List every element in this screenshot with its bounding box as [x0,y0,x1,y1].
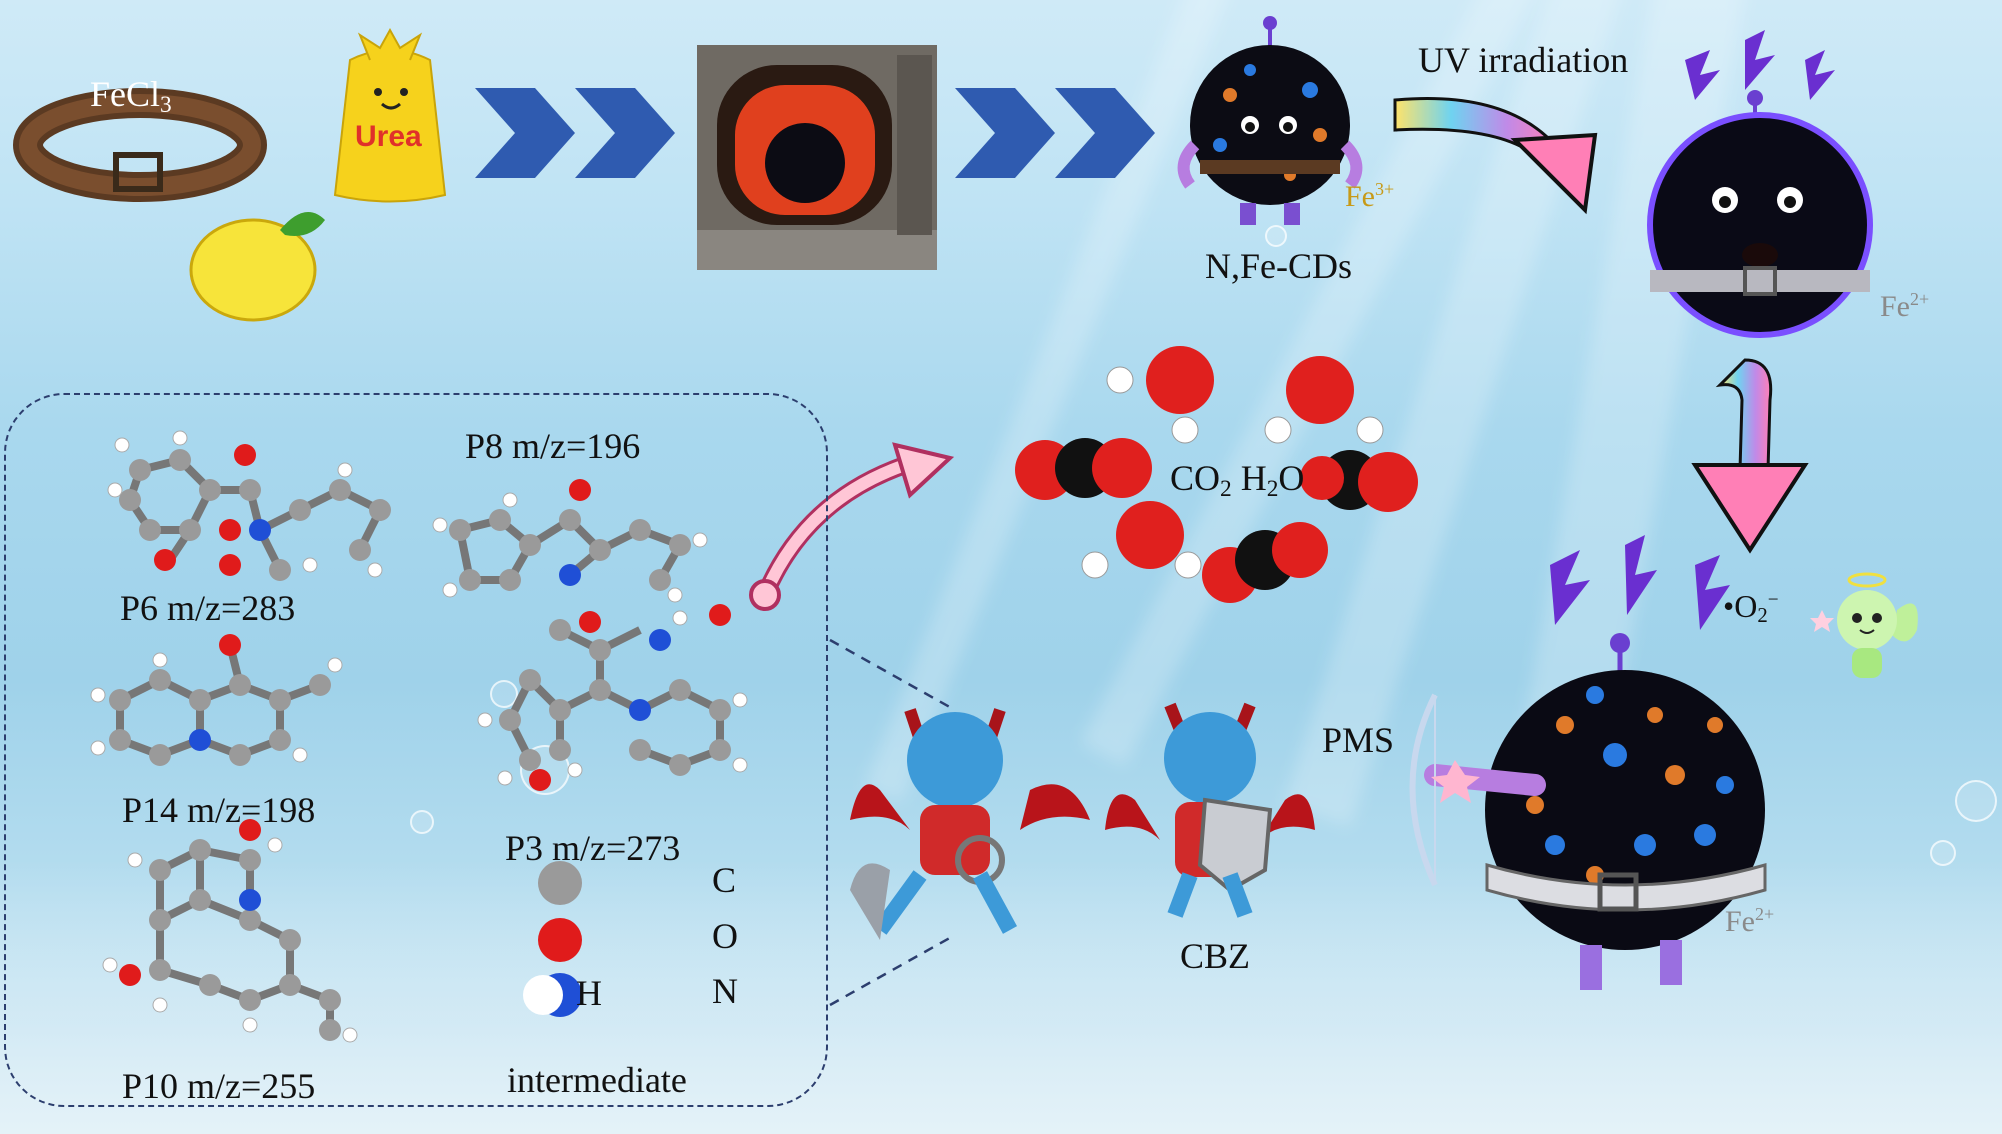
furnace-image [697,45,937,270]
cbz-label: CBZ [1180,936,1251,976]
legend-o-label: O [712,916,738,956]
bubble [1265,225,1287,247]
p3-label: P3 m/z=273 [505,828,681,868]
co2-h2o-label: CO2 H2O [1170,458,1305,502]
activated-cd-character [1647,30,1873,338]
box-connector-line [829,638,956,1007]
superoxide-label: •O2− [1723,588,1779,628]
intermediate-label: intermediate [507,1060,687,1100]
molecule-p14 [90,634,343,766]
legend-h-label: H [576,973,602,1013]
cbz-devil-with-shield [1105,702,1315,918]
legend-h-swatch [523,975,563,1015]
urea-bag-image [333,27,447,203]
p10-label: P10 m/z=255 [122,1066,316,1106]
molecule-p8 [432,479,708,603]
defeated-cbz-devil [850,708,1090,940]
superoxide-fairy [1810,572,1918,678]
p6-label: P6 m/z=283 [120,588,296,628]
down-rainbow-arrow [1691,358,1809,554]
molecule-p6 [107,430,391,581]
fe2-ion-label-bottom: Fe2+ [1725,904,1775,938]
n-fe-cds-label: N,Fe-CDs [1205,246,1353,286]
lemon-image [189,212,325,322]
n-fe-cds-character [1177,16,1363,225]
cd-archer-character [1409,535,1767,990]
fe2-ion-label-top: Fe2+ [1880,289,1930,323]
p8-label: P8 m/z=196 [465,426,641,466]
urea-label: Urea [355,120,422,153]
fe3-ion-label: Fe3+ [1345,179,1395,213]
uv-irradiation-label: UV irradiation [1418,40,1629,80]
degradation-products [1015,346,1418,603]
bubble [1955,780,1997,822]
pms-label: PMS [1322,720,1395,760]
process-arrow-1 [475,88,675,178]
leather-belt-image [13,88,267,202]
bubble [490,680,518,708]
mineralization-arrow [749,442,955,611]
intermediates-box [4,393,828,1107]
legend-c-label: C [712,860,737,900]
uv-rainbow-arrow [1393,96,1598,215]
legend-n-label: N [712,971,738,1011]
molecule-p3 [477,604,748,791]
molecule-p10 [102,819,358,1043]
bubble [1930,840,1956,866]
process-arrow-2 [955,88,1155,178]
fecl3-label: FeCl3 [90,74,172,118]
bubble [410,810,434,834]
p14-label: P14 m/z=198 [122,790,316,830]
